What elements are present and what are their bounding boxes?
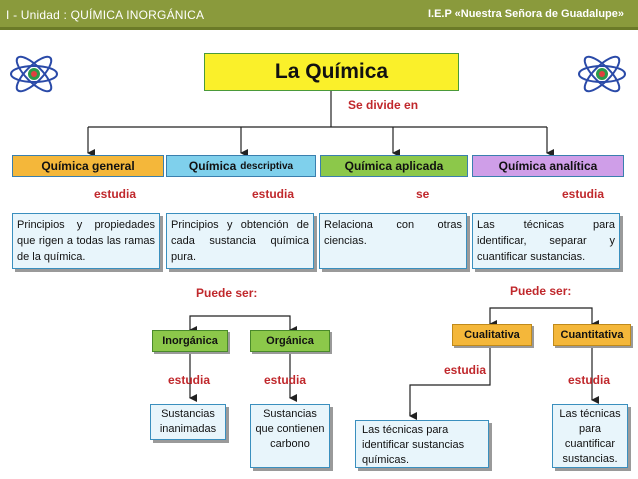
verb-cualitativa: estudia bbox=[444, 363, 487, 377]
verb-aplicada: se bbox=[416, 187, 430, 201]
category-descriptiva-small: descriptiva bbox=[240, 160, 294, 172]
puede-ser-analitica: Puede ser: bbox=[510, 284, 572, 298]
verb-organica: estudia bbox=[264, 373, 307, 387]
verb-analitica: estudia bbox=[562, 187, 605, 201]
category-general: Química general bbox=[12, 155, 164, 177]
unit-title: I - Unidad : QUÍMICA INORGÁNICA bbox=[6, 8, 205, 22]
type-cualitativa: Cualitativa bbox=[452, 324, 532, 346]
desc-cualitativa: Las técnicas para identificar sustancias… bbox=[355, 420, 489, 468]
divide-label: Se divide en bbox=[348, 98, 419, 112]
type-organica: Orgánica bbox=[250, 330, 330, 352]
puede-ser-descriptiva: Puede ser: bbox=[196, 286, 258, 300]
verb-general: estudia bbox=[94, 187, 137, 201]
header-bar: I - Unidad : QUÍMICA INORGÁNICA I.E.P «N… bbox=[0, 0, 638, 30]
atom-icon-left bbox=[10, 55, 58, 93]
desc-descriptiva: Principios y obtención de cada sustancia… bbox=[166, 213, 314, 269]
verb-inorganica: estudia bbox=[168, 373, 211, 387]
category-analitica-label: Química analítica bbox=[498, 159, 598, 173]
type-cuantitativa: Cuantitativa bbox=[553, 324, 631, 346]
desc-inorganica: Sustancias inanimadas bbox=[150, 404, 226, 440]
type-inorganica: Inorgánica bbox=[152, 330, 228, 352]
desc-cuantitativa: Las técnicas para cuantificar sustancias… bbox=[552, 404, 628, 468]
desc-organica: Sustancias que contienen carbono bbox=[250, 404, 330, 468]
main-title: La Química bbox=[204, 53, 459, 91]
category-general-label: Química general bbox=[41, 159, 135, 173]
atom-icon-right bbox=[578, 55, 626, 93]
verb-cuantitativa: estudia bbox=[568, 373, 611, 387]
category-descriptiva: Química descriptiva bbox=[166, 155, 316, 177]
school-name: I.E.P «Nuestra Señora de Guadalupe» bbox=[427, 8, 624, 20]
desc-general: Principios y propiedades que rigen a tod… bbox=[12, 213, 160, 269]
category-descriptiva-label: Química bbox=[188, 159, 237, 173]
desc-aplicada: Relaciona con otras ciencias. bbox=[319, 213, 467, 269]
desc-analitica: Las técnicas para identificar, separar y… bbox=[472, 213, 620, 269]
category-aplicada: Química aplicada bbox=[320, 155, 468, 177]
verb-descriptiva: estudia bbox=[252, 187, 295, 201]
category-analitica: Química analítica bbox=[472, 155, 624, 177]
category-aplicada-label: Química aplicada bbox=[344, 159, 444, 173]
